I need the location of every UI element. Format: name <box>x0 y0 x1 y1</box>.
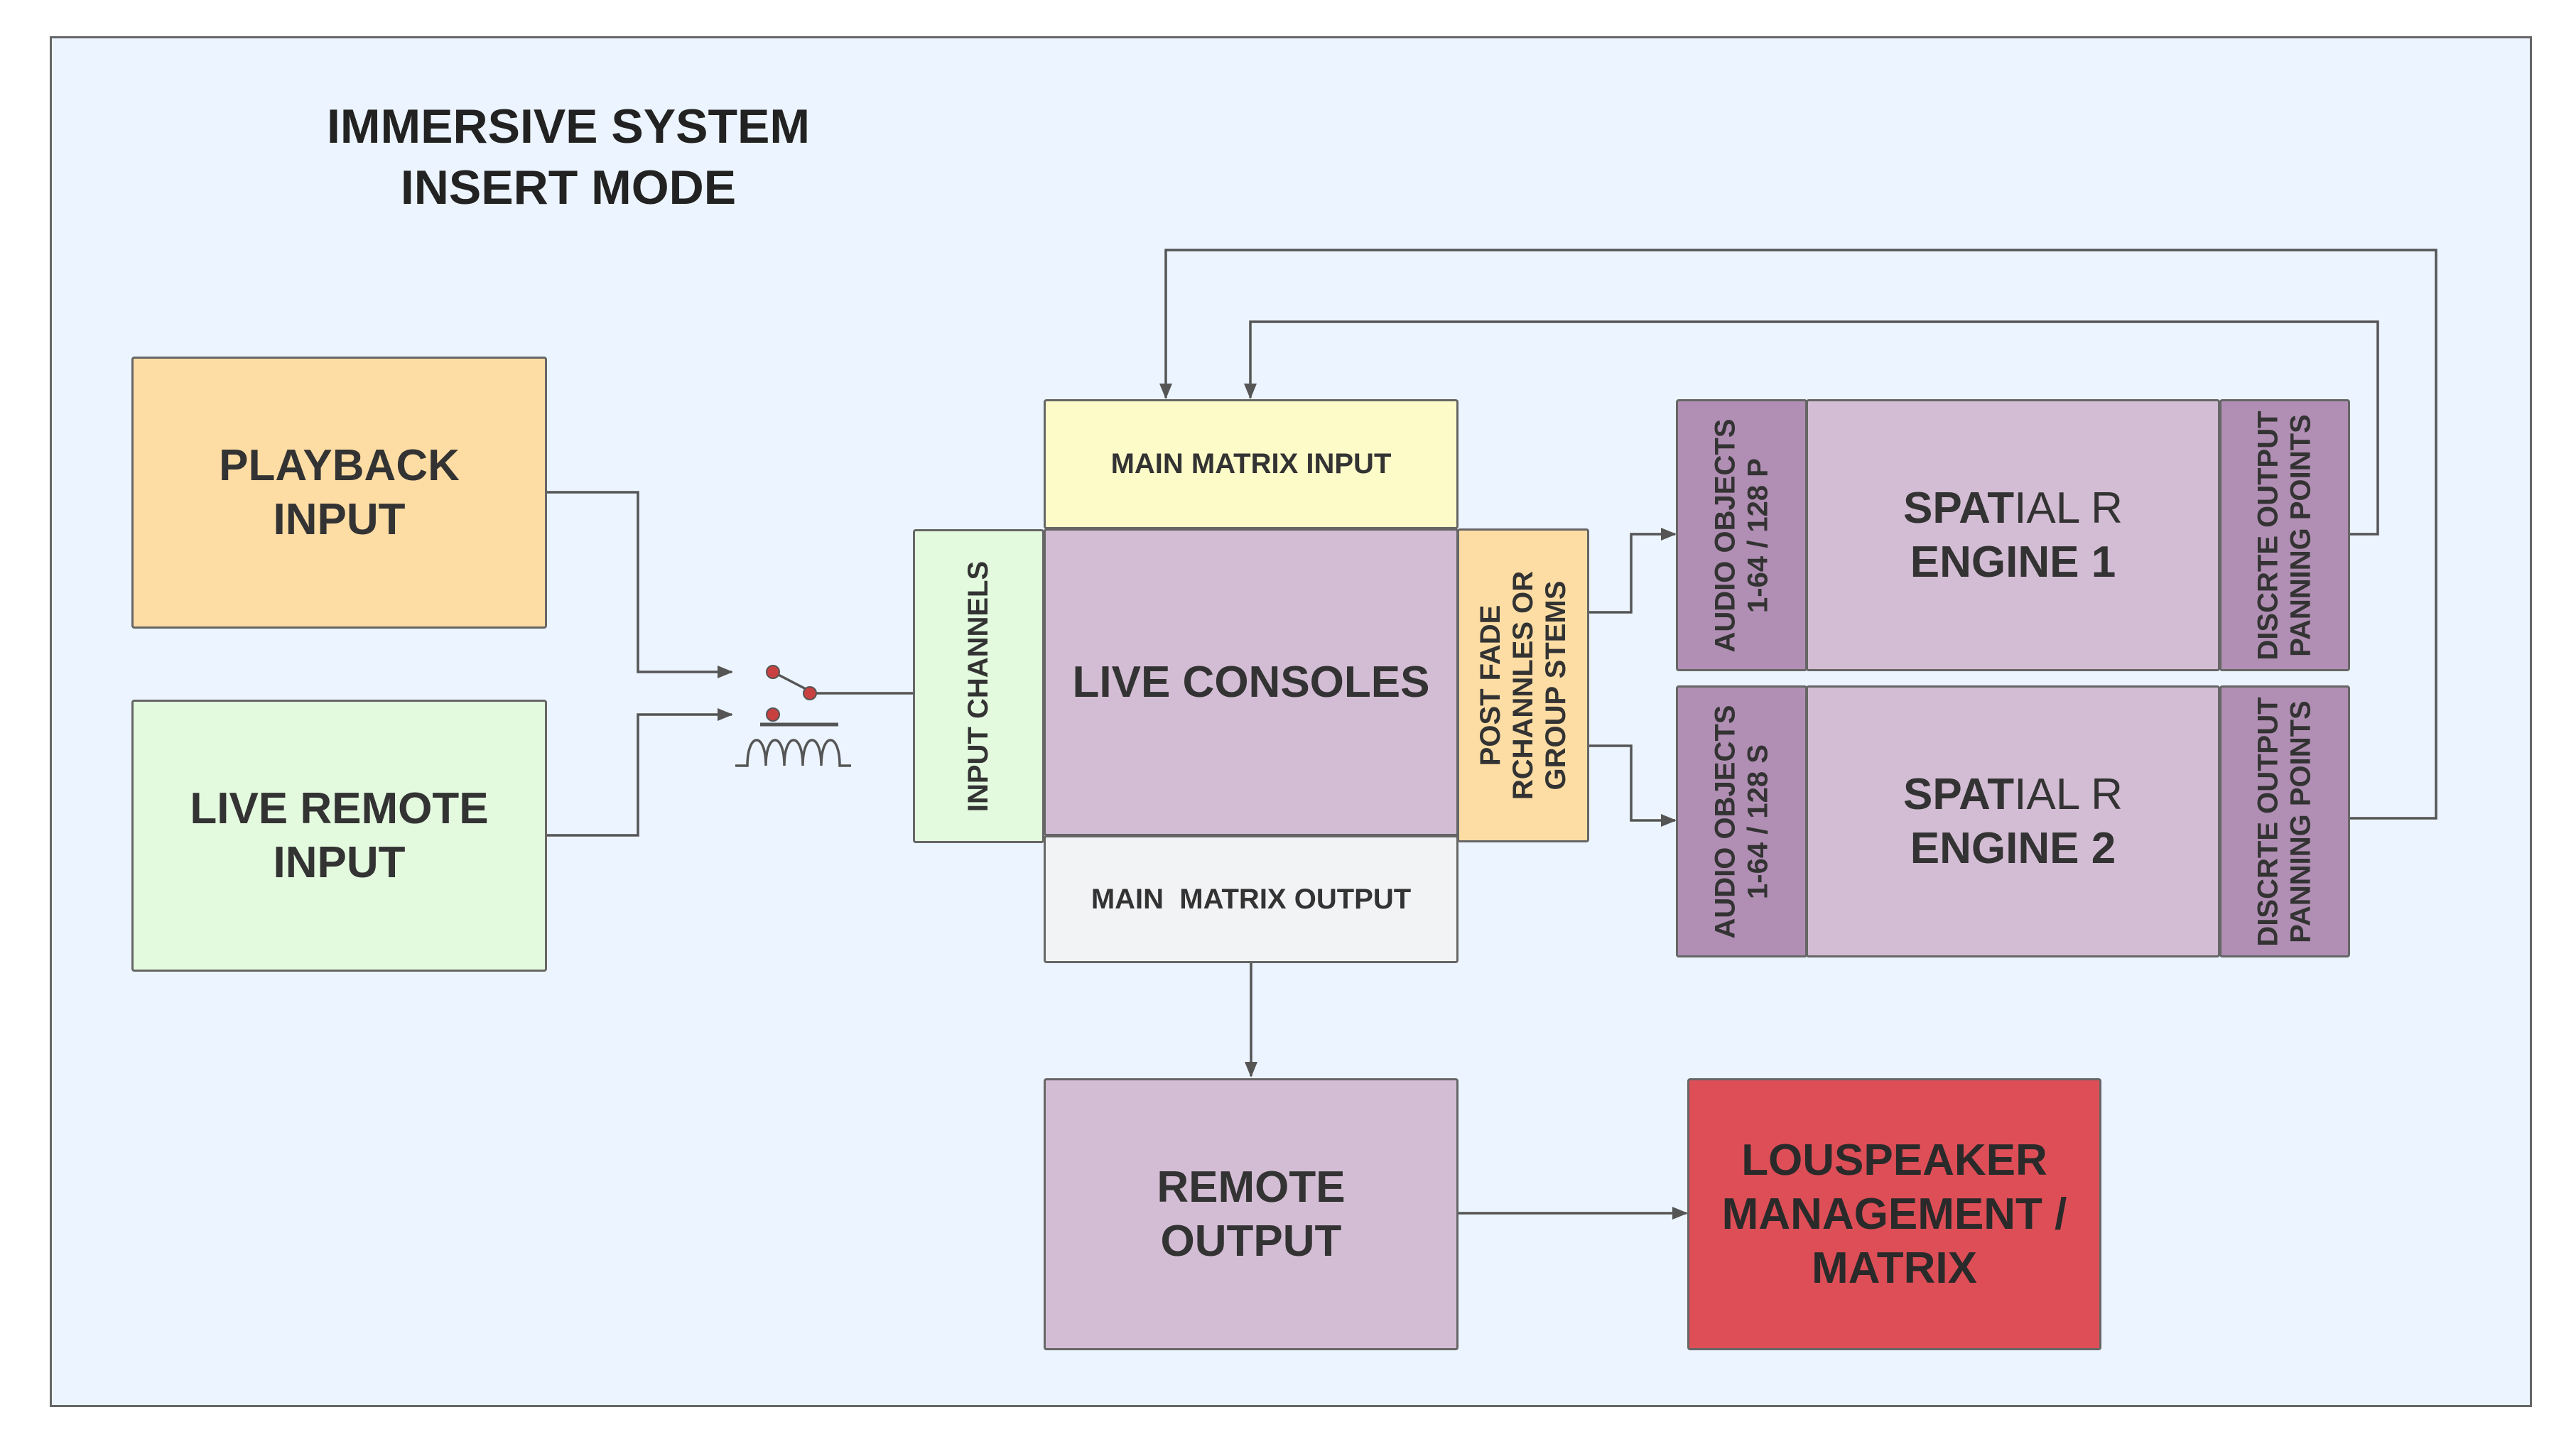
title-line-1: IMMERSIVE SYSTEM <box>326 99 811 153</box>
remote-output-line-1: REMOTE <box>1157 1162 1346 1212</box>
loudspeaker-line-3: MATRIX <box>1811 1243 1978 1293</box>
post-fade-label-wrap: POST FADE RCHANNLES OR GROUP STEMS <box>1457 528 1589 842</box>
engine1-discrete-line-2: PANNING POINTS <box>2285 413 2317 657</box>
wire-postfade-to-engine1 <box>1589 528 1677 614</box>
engine2-audio-objects-line-2: 1-64 / 128 S <box>1742 744 1774 899</box>
live-consoles-box: LIVE CONSOLES <box>1044 528 1459 836</box>
engine2-discrete-line-1: DISCRTE OUTPUT <box>2253 696 2284 947</box>
engine1-audio-objects-box <box>1676 399 1807 671</box>
input-channels-label: INPUT CHANNELS <box>963 560 994 812</box>
engine2-discrete-box <box>2219 685 2350 957</box>
engine2-name-line-2: ENGINE 2 <box>1910 823 2116 873</box>
engine1-audio-objects-line-1: AUDIO OBJECTS <box>1709 418 1741 652</box>
engine1-audio-objects-label-wrap: AUDIO OBJECTS 1-64 / 128 P <box>1676 399 1807 671</box>
live-consoles-label: LIVE CONSOLES <box>1072 658 1430 707</box>
engine2-audio-objects-label-wrap: AUDIO OBJECTS 1-64 / 128 S <box>1676 685 1807 957</box>
wire-engine1-feedback <box>1244 320 2379 536</box>
engine1-core-box: SPATIAL R ENGINE 1 <box>1806 399 2220 671</box>
post-fade-line-2: RCHANNLES OR <box>1508 570 1539 801</box>
engine1-name-line-2: ENGINE 1 <box>1910 537 2116 587</box>
engine1-audio-objects-line-2: 1-64 / 128 P <box>1742 457 1774 613</box>
main-matrix-input-box: MAIN MATRIX INPUT <box>1044 399 1459 529</box>
post-fade-box <box>1457 528 1589 842</box>
wire-engine2-feedback <box>1159 249 2437 820</box>
engine2-audio-objects-line-1: AUDIO OBJECTS <box>1709 705 1741 938</box>
wire-live-remote-to-switch <box>547 708 733 837</box>
post-fade-line-3: GROUP STEMS <box>1540 580 1572 791</box>
playback-input-box: PLAYBACK INPUT <box>131 357 547 629</box>
wire-playback-to-switch <box>547 491 733 678</box>
loudspeaker-line-2: MANAGEMENT / <box>1721 1189 2067 1239</box>
engine2-discrete-label-wrap: DISCRTE OUTPUT PANNING POINTS <box>2219 685 2350 957</box>
input-channels-label-wrap: INPUT CHANNELS <box>913 529 1044 843</box>
playback-label-line-1: PLAYBACK <box>219 440 460 490</box>
diagram-title: IMMERSIVE SYSTEM INSERT MODE <box>270 96 867 218</box>
remote-output-line-2: OUTPUT <box>1160 1216 1342 1266</box>
engine1-discrete-box <box>2219 399 2350 671</box>
post-fade-line-1: POST FADE <box>1475 604 1507 766</box>
loudspeaker-management-box: LOUSPEAKER MANAGEMENT / MATRIX <box>1687 1078 2101 1350</box>
engine1-name-light: IAL R <box>2014 483 2123 533</box>
engine2-discrete-line-2: PANNING POINTS <box>2285 700 2317 943</box>
wire-postfade-to-engine2 <box>1589 744 1677 827</box>
engine2-name-light: IAL R <box>2014 769 2123 819</box>
engine2-core-box: SPATIAL R ENGINE 2 <box>1806 685 2220 957</box>
input-channels-box <box>913 529 1044 843</box>
live-remote-label-line-2: INPUT <box>273 837 406 887</box>
engine1-discrete-line-1: DISCRTE OUTPUT <box>2253 410 2284 661</box>
engine1-discrete-label-wrap: DISCRTE OUTPUT PANNING POINTS <box>2219 399 2350 671</box>
engine2-name-bold: SPAT <box>1903 769 2015 819</box>
playback-label-line-2: INPUT <box>273 494 406 544</box>
loudspeaker-line-1: LOUSPEAKER <box>1741 1135 2047 1185</box>
main-matrix-output-box: MAIN MATRIX OUTPUT <box>1044 835 1459 963</box>
main-matrix-input-label: MAIN MATRIX INPUT <box>1110 448 1392 479</box>
live-remote-input-box: LIVE REMOTE INPUT <box>131 700 547 972</box>
live-remote-label-line-1: LIVE REMOTE <box>190 783 489 833</box>
engine1-name-bold: SPAT <box>1903 483 2015 533</box>
main-matrix-output-label: MAIN MATRIX OUTPUT <box>1091 883 1412 915</box>
title-line-2: INSERT MODE <box>400 161 737 215</box>
input-switch-icon <box>735 665 851 767</box>
remote-output-box: REMOTE OUTPUT <box>1044 1078 1459 1350</box>
